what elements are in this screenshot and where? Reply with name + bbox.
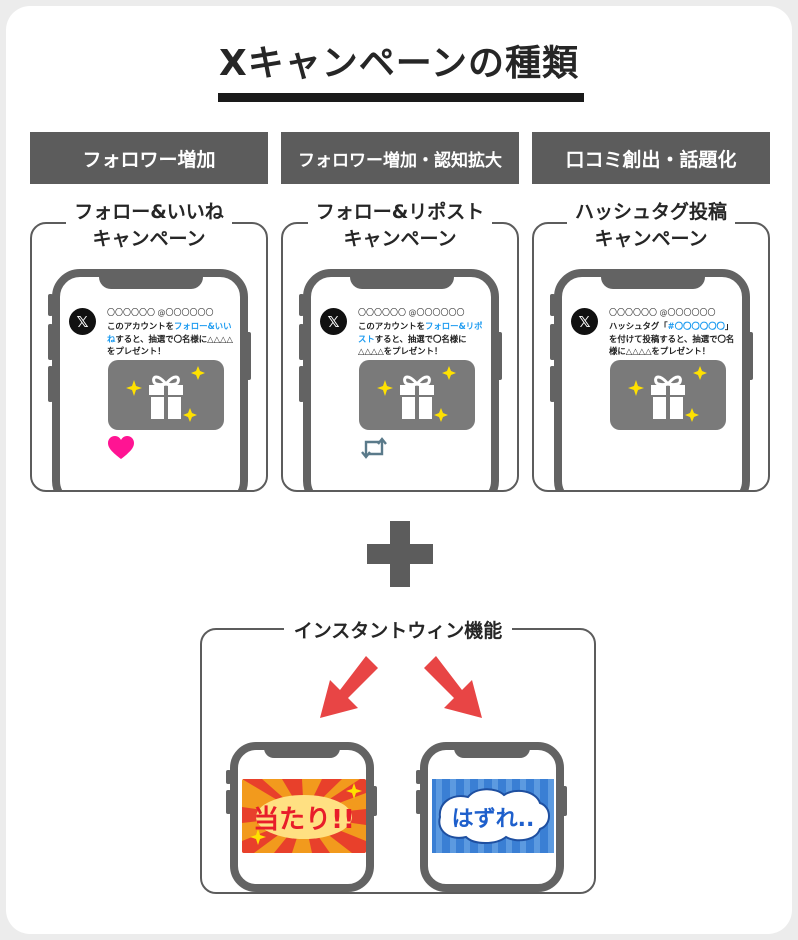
x-logo-icon: 𝕏 bbox=[571, 308, 598, 335]
win-text: 当たり!! bbox=[253, 805, 355, 835]
arrow-down-left-icon bbox=[320, 656, 378, 718]
phone-side-button bbox=[372, 786, 377, 816]
phone-notch bbox=[99, 269, 203, 289]
plus-icon bbox=[367, 544, 433, 564]
phone-side-button bbox=[299, 324, 304, 360]
phone-side-button bbox=[416, 790, 421, 814]
gift-box bbox=[610, 360, 726, 430]
arrow-down-right-icon bbox=[424, 656, 482, 718]
campaign-panel-follow-like: 𝕏 〇〇〇〇〇〇 @〇〇〇〇〇〇 このアカウントをフォロー&いいねすると、抽選で… bbox=[30, 222, 268, 492]
gift-box bbox=[359, 360, 475, 430]
page-title: Xキャンペーンの種類 bbox=[219, 43, 579, 84]
panel-title-follow-repost: フォロー&リポストキャンペーン bbox=[281, 199, 519, 253]
phone-side-button bbox=[299, 294, 304, 316]
phone-side-button bbox=[497, 332, 502, 380]
lose-text: はずれ.. bbox=[451, 807, 535, 832]
gift-icon bbox=[377, 366, 456, 422]
phone-side-button bbox=[299, 366, 304, 402]
x-logo-icon: 𝕏 bbox=[69, 308, 96, 335]
phone-side-button bbox=[748, 332, 753, 380]
phone-side-button bbox=[246, 332, 251, 380]
tweet-text: このアカウントをフォロー&いいねすると、抽選で〇名様に△△△△をプレゼント！ bbox=[107, 321, 233, 356]
column-header-follower-increase: フォロワー増加 bbox=[30, 132, 268, 184]
gift-icon bbox=[628, 366, 707, 422]
phone-side-button bbox=[226, 790, 231, 814]
campaign-panel-follow-repost: 𝕏 〇〇〇〇〇〇 @〇〇〇〇〇〇 このアカウントをフォロー&リポストすると、抽選… bbox=[281, 222, 519, 492]
gift-box bbox=[108, 360, 224, 430]
account-name: 〇〇〇〇〇〇 @〇〇〇〇〇〇 bbox=[107, 308, 214, 317]
repost-icon bbox=[361, 437, 387, 459]
tweet-text: ハッシュタグ「#〇〇〇〇〇〇」を付けて投稿すると、抽選で〇名様に△△△△をプレゼ… bbox=[609, 321, 735, 356]
starburst-icon bbox=[242, 779, 366, 853]
gift-icon bbox=[126, 366, 205, 422]
phone-side-button bbox=[550, 324, 555, 360]
phone-notch bbox=[264, 742, 340, 758]
phone-side-button bbox=[48, 366, 53, 402]
stripes-icon bbox=[432, 779, 554, 853]
phone-notch bbox=[454, 742, 530, 758]
phone-side-button bbox=[416, 770, 421, 784]
phone-side-button bbox=[226, 770, 231, 784]
heart-icon bbox=[108, 436, 134, 459]
win-result-card: 当たり!! bbox=[242, 779, 366, 853]
phone-side-button bbox=[550, 366, 555, 402]
phone-side-button bbox=[550, 294, 555, 316]
title-underline bbox=[218, 93, 584, 102]
x-logo-icon: 𝕏 bbox=[320, 308, 347, 335]
account-name: 〇〇〇〇〇〇 @〇〇〇〇〇〇 bbox=[358, 308, 465, 317]
campaign-panel-hashtag: 𝕏 〇〇〇〇〇〇 @〇〇〇〇〇〇 ハッシュタグ「#〇〇〇〇〇〇」を付けて投稿する… bbox=[532, 222, 770, 492]
account-name: 〇〇〇〇〇〇 @〇〇〇〇〇〇 bbox=[609, 308, 716, 317]
column-header-awareness: フォロワー増加・認知拡大 bbox=[281, 132, 519, 184]
column-header-word-of-mouth: 口コミ創出・話題化 bbox=[532, 132, 770, 184]
lose-result-card: はずれ.. bbox=[432, 779, 554, 853]
panel-title-hashtag: ハッシュタグ投稿キャンペーン bbox=[532, 199, 770, 253]
phone-notch bbox=[350, 269, 454, 289]
phone-side-button bbox=[562, 786, 567, 816]
panel-title-follow-like: フォロー&いいねキャンペーン bbox=[30, 199, 268, 253]
tweet-text: このアカウントをフォロー&リポストすると、抽選で〇名様に△△△△をプレゼント！ bbox=[358, 321, 483, 356]
phone-side-button bbox=[48, 324, 53, 360]
instant-win-title: インスタントウィン機能 bbox=[200, 616, 596, 643]
phone-side-button bbox=[48, 294, 53, 316]
phone-notch bbox=[601, 269, 705, 289]
